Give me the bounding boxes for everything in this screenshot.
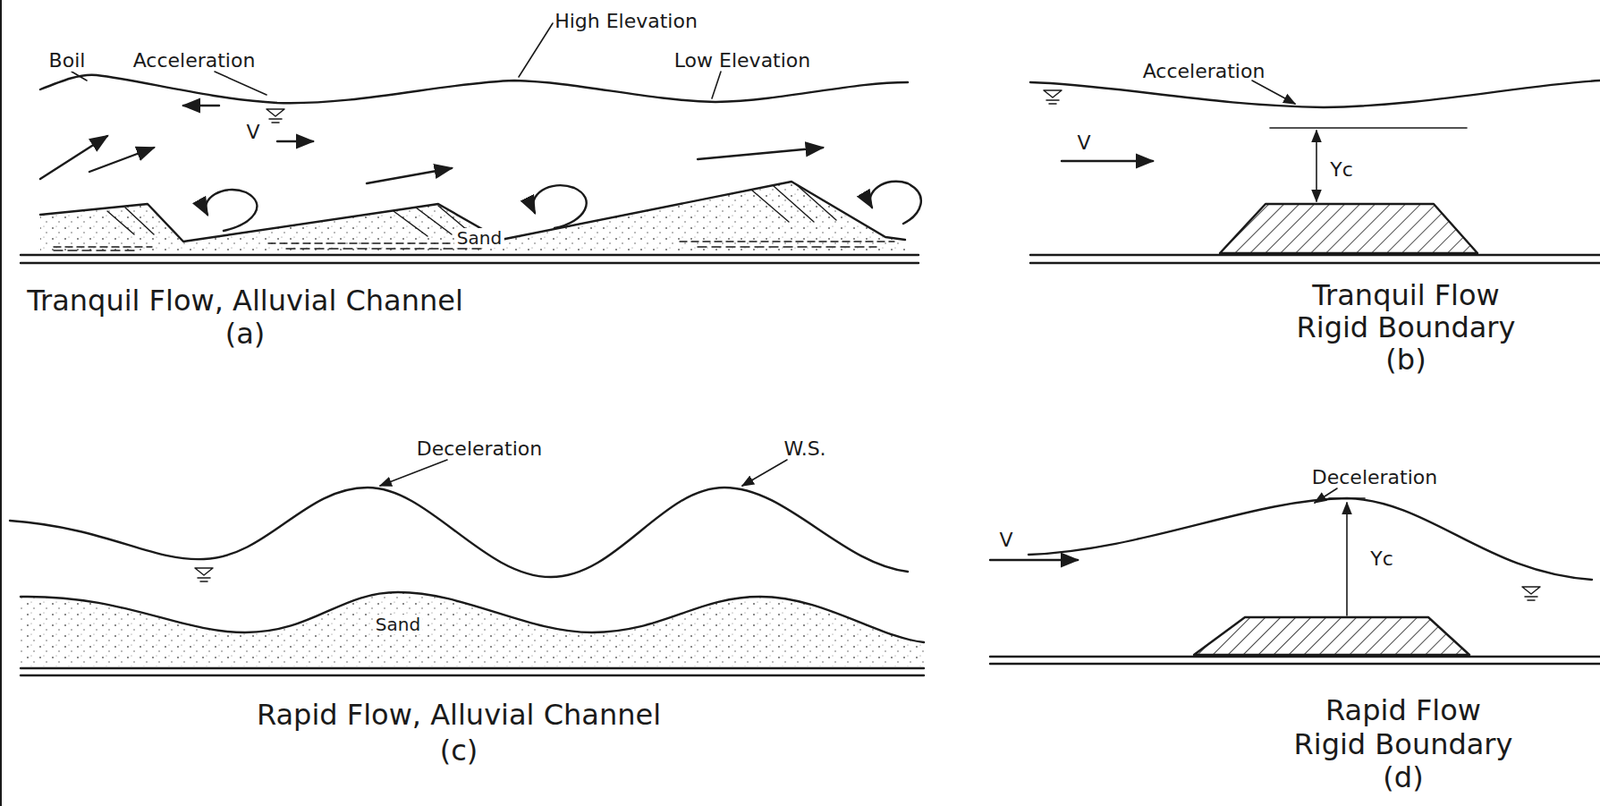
panel-caption: Rapid Flow xyxy=(1325,694,1482,727)
figure-label: Sand xyxy=(454,228,505,248)
figure-label: High Elevation xyxy=(554,10,698,33)
figure-label: Sand xyxy=(372,614,424,635)
figure-label: Deceleration xyxy=(1312,466,1438,489)
figure-label: Yc xyxy=(1367,548,1397,570)
figure-label: Boil xyxy=(46,50,89,72)
panel-caption: Tranquil Flow xyxy=(1312,279,1499,312)
panel-caption: Rigid Boundary xyxy=(1296,312,1516,344)
figure-label: Acceleration xyxy=(1142,60,1266,83)
panel-caption: Tranquil Flow, Alluvial Channel xyxy=(26,285,464,317)
figure-label: Yc xyxy=(1327,159,1356,181)
figure-label: V xyxy=(1076,132,1091,154)
figure-label: V xyxy=(996,529,1016,551)
panel-caption: Rigid Boundary xyxy=(1294,728,1514,761)
panel-caption: Rapid Flow, Alluvial Channel xyxy=(256,699,661,731)
figure-label: Low Elevation xyxy=(674,50,812,72)
figure-label: Deceleration xyxy=(416,438,542,460)
panel-caption: (d) xyxy=(1382,761,1423,794)
figure-label: V xyxy=(245,121,260,144)
panel-caption: (c) xyxy=(440,735,479,767)
figure-label: W.S. xyxy=(783,438,826,460)
panel-caption: (a) xyxy=(225,318,266,350)
figure-label: Acceleration xyxy=(133,50,256,72)
panel-caption: (b) xyxy=(1385,344,1426,376)
